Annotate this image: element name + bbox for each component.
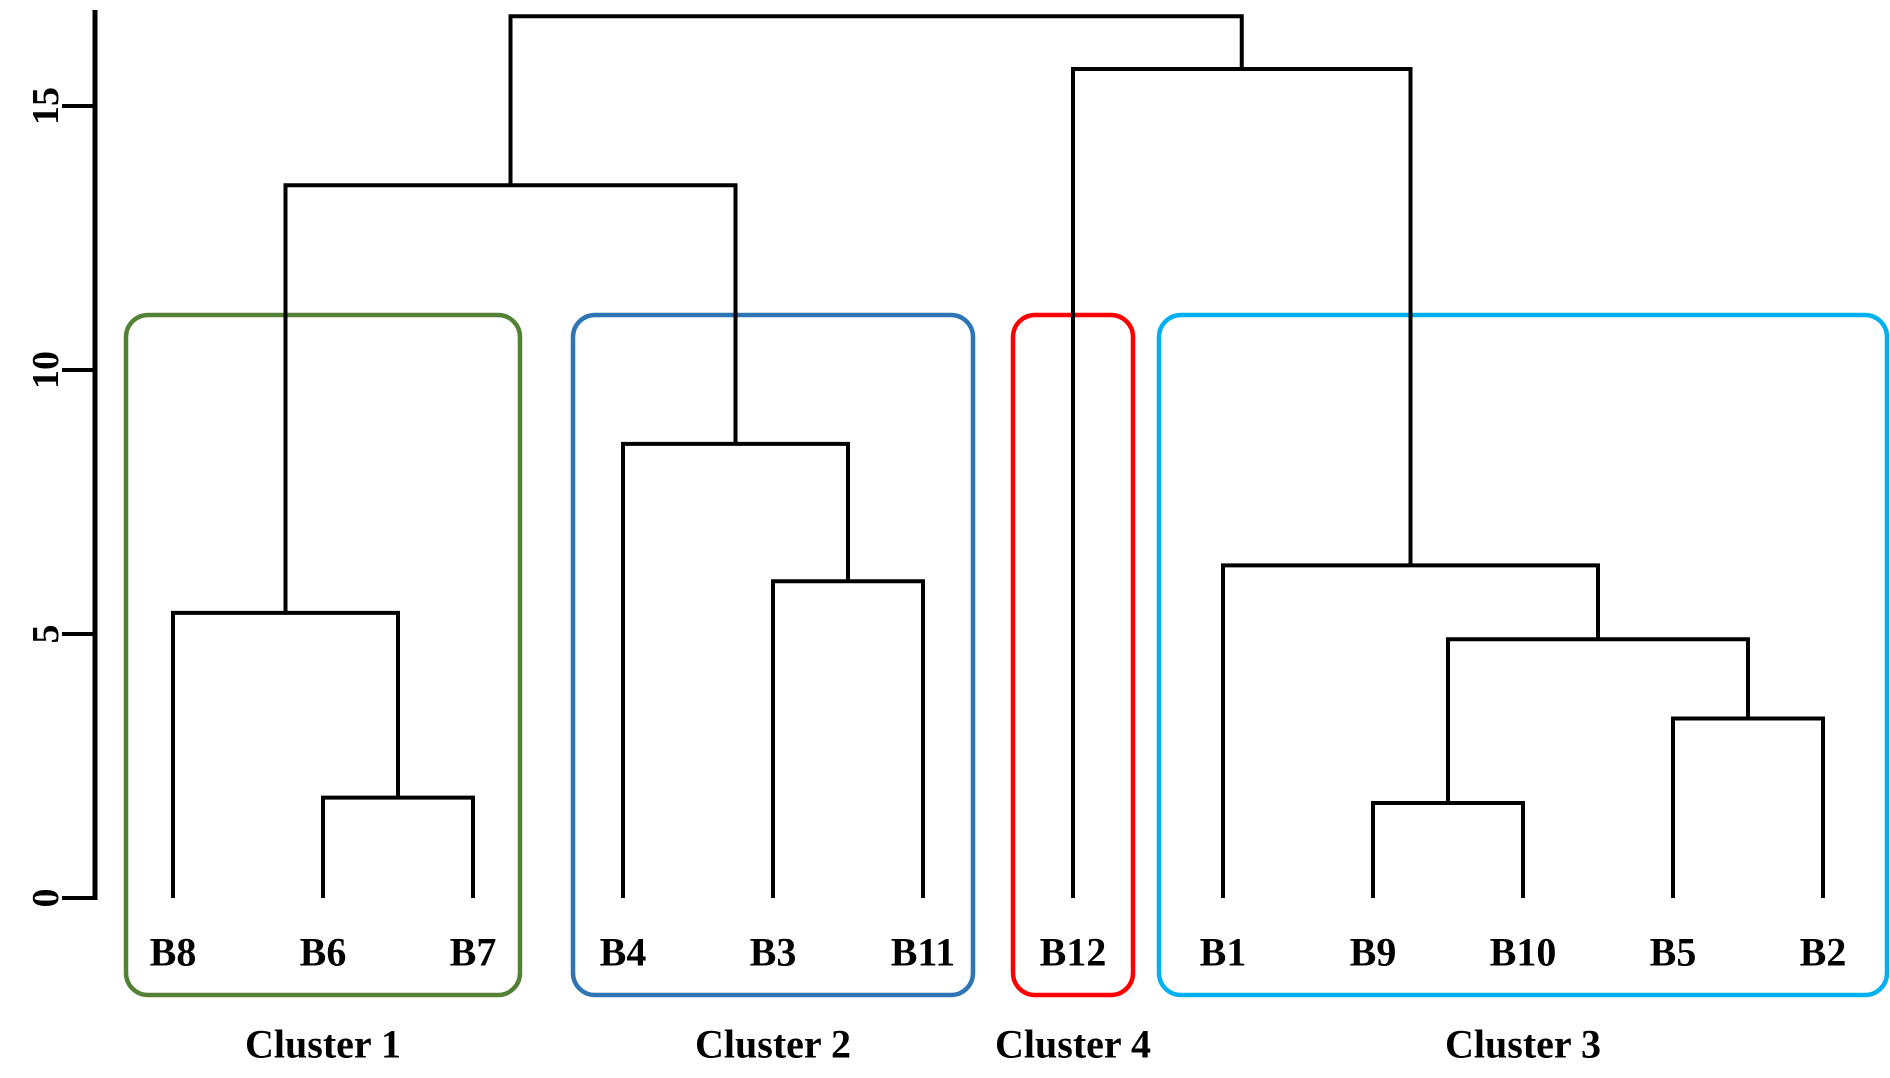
merge-link-m5 bbox=[171, 610, 400, 898]
leaf-labels-layer: B8 B6 B7 B4 B3 B11 B12 B1 B9 B10 B5 B2 bbox=[150, 930, 1847, 975]
y-axis-tick-label-15: 15 bbox=[25, 87, 67, 125]
cluster-box-cluster-1 bbox=[123, 312, 523, 998]
leaf-label-b1: B1 bbox=[1200, 930, 1247, 975]
leaf-label-b9: B9 bbox=[1350, 930, 1397, 975]
leaf-label-b10: B10 bbox=[1490, 930, 1557, 975]
leaf-label-b3: B3 bbox=[750, 930, 797, 975]
cluster-labels-layer: Cluster 1 Cluster 2 Cluster 4 Cluster 3 bbox=[245, 1022, 1601, 1067]
leaf-label-b11: B11 bbox=[891, 930, 955, 975]
merge-link-m1 bbox=[321, 795, 475, 898]
merge-link-m9 bbox=[283, 183, 738, 613]
leaf-label-b4: B4 bbox=[600, 930, 647, 975]
cluster-label-cluster-3: Cluster 3 bbox=[1445, 1022, 1601, 1067]
leaf-label-b12: B12 bbox=[1040, 930, 1107, 975]
cluster-label-cluster-2: Cluster 2 bbox=[695, 1022, 851, 1067]
merge-link-m7 bbox=[1221, 563, 1600, 898]
leaf-label-b5: B5 bbox=[1650, 930, 1697, 975]
y-axis: 0 5 10 15 bbox=[25, 10, 98, 908]
leaf-label-b7: B7 bbox=[450, 930, 497, 975]
leaf-label-b2: B2 bbox=[1800, 930, 1847, 975]
merge-link-m2 bbox=[1371, 800, 1525, 898]
merge-link-m11 bbox=[508, 14, 1244, 186]
merge-link-m3 bbox=[1671, 716, 1825, 898]
leaf-label-b6: B6 bbox=[300, 930, 347, 975]
y-axis-tick-label-10: 10 bbox=[25, 351, 67, 389]
dendrogram-tree-layer bbox=[171, 14, 1825, 898]
merge-link-m8 bbox=[621, 441, 850, 898]
y-axis-tick-label-0: 0 bbox=[25, 889, 67, 908]
cluster-boxes-layer bbox=[123, 312, 1890, 998]
cluster-box-cluster-3 bbox=[1156, 312, 1890, 998]
cluster-box-cluster-2 bbox=[570, 312, 976, 998]
merge-link-m4 bbox=[1446, 637, 1750, 803]
cluster-label-cluster-4: Cluster 4 bbox=[995, 1022, 1151, 1067]
leaf-label-b8: B8 bbox=[150, 930, 197, 975]
cluster-label-cluster-1: Cluster 1 bbox=[245, 1022, 401, 1067]
merge-link-m6 bbox=[771, 579, 925, 898]
y-axis-tick-label-5: 5 bbox=[25, 625, 67, 644]
merge-link-m10 bbox=[1071, 67, 1413, 898]
